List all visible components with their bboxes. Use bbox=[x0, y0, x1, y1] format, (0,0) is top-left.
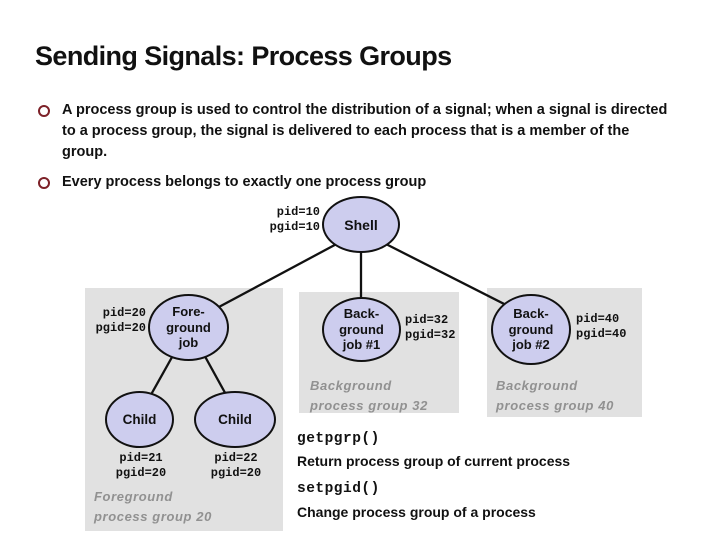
pid-label-background-job-1: pid=32 pgid=32 bbox=[405, 313, 456, 342]
slide-title: Sending Signals: Process Groups bbox=[35, 41, 452, 71]
bullet-icon bbox=[38, 177, 50, 189]
node-foreground-job: Fore- ground job bbox=[148, 294, 229, 361]
node-label: Back- bbox=[343, 306, 380, 322]
edge-shell-background-job-2 bbox=[377, 238, 515, 311]
node-child-2: Child bbox=[194, 391, 276, 448]
node-child-1: Child bbox=[105, 391, 174, 448]
bullet-list: A process group is used to control the d… bbox=[38, 100, 683, 202]
node-label: Child bbox=[218, 412, 252, 427]
background-group-40-label: Background process group 40 bbox=[496, 378, 614, 413]
pid-label-background-job-2: pid=40 pgid=40 bbox=[576, 312, 627, 341]
bullet-text: Every process belongs to exactly one pro… bbox=[62, 174, 427, 190]
node-label: ground bbox=[339, 321, 384, 337]
bullet-text: A process group is used to control the d… bbox=[62, 102, 668, 160]
api-getpgrp-desc: Return process group of current process bbox=[297, 453, 571, 469]
node-background-job-2: Back- ground job #2 bbox=[491, 294, 571, 365]
pid-label-child-2: pid=22 pgid=20 bbox=[210, 451, 262, 480]
node-label: ground bbox=[166, 319, 211, 335]
foreground-group-label: Foreground process group 20 bbox=[94, 489, 212, 524]
bullet-icon bbox=[38, 105, 50, 117]
node-label: ground bbox=[508, 321, 554, 337]
node-label: Fore- bbox=[172, 304, 205, 320]
api-setpgid-name: setpgid() bbox=[297, 481, 380, 497]
bullet-item: Every process belongs to exactly one pro… bbox=[38, 172, 683, 193]
node-shell: Shell bbox=[322, 196, 400, 253]
node-label: Back- bbox=[513, 306, 549, 322]
node-label: job bbox=[178, 335, 199, 351]
background-group-32-label: Background process group 32 bbox=[310, 378, 428, 413]
node-background-job-1: Back- ground job #1 bbox=[322, 297, 401, 362]
node-label: Child bbox=[122, 412, 157, 427]
node-label: Shell bbox=[344, 216, 378, 233]
api-getpgrp-name: getpgrp() bbox=[297, 431, 380, 447]
pid-label-foreground-job: pid=20 pgid=20 bbox=[95, 306, 146, 335]
pid-label-shell: pid=10 pgid=10 bbox=[269, 205, 320, 234]
api-setpgid-desc: Change process group of a process bbox=[297, 504, 536, 520]
node-label: job #2 bbox=[512, 337, 550, 353]
edge-foreground-child-1 bbox=[146, 349, 178, 401]
pid-label-child-1: pid=21 pgid=20 bbox=[115, 451, 167, 480]
bullet-item: A process group is used to control the d… bbox=[38, 100, 683, 163]
node-label: job #1 bbox=[342, 337, 381, 353]
edge-shell-foreground-job bbox=[216, 238, 345, 310]
